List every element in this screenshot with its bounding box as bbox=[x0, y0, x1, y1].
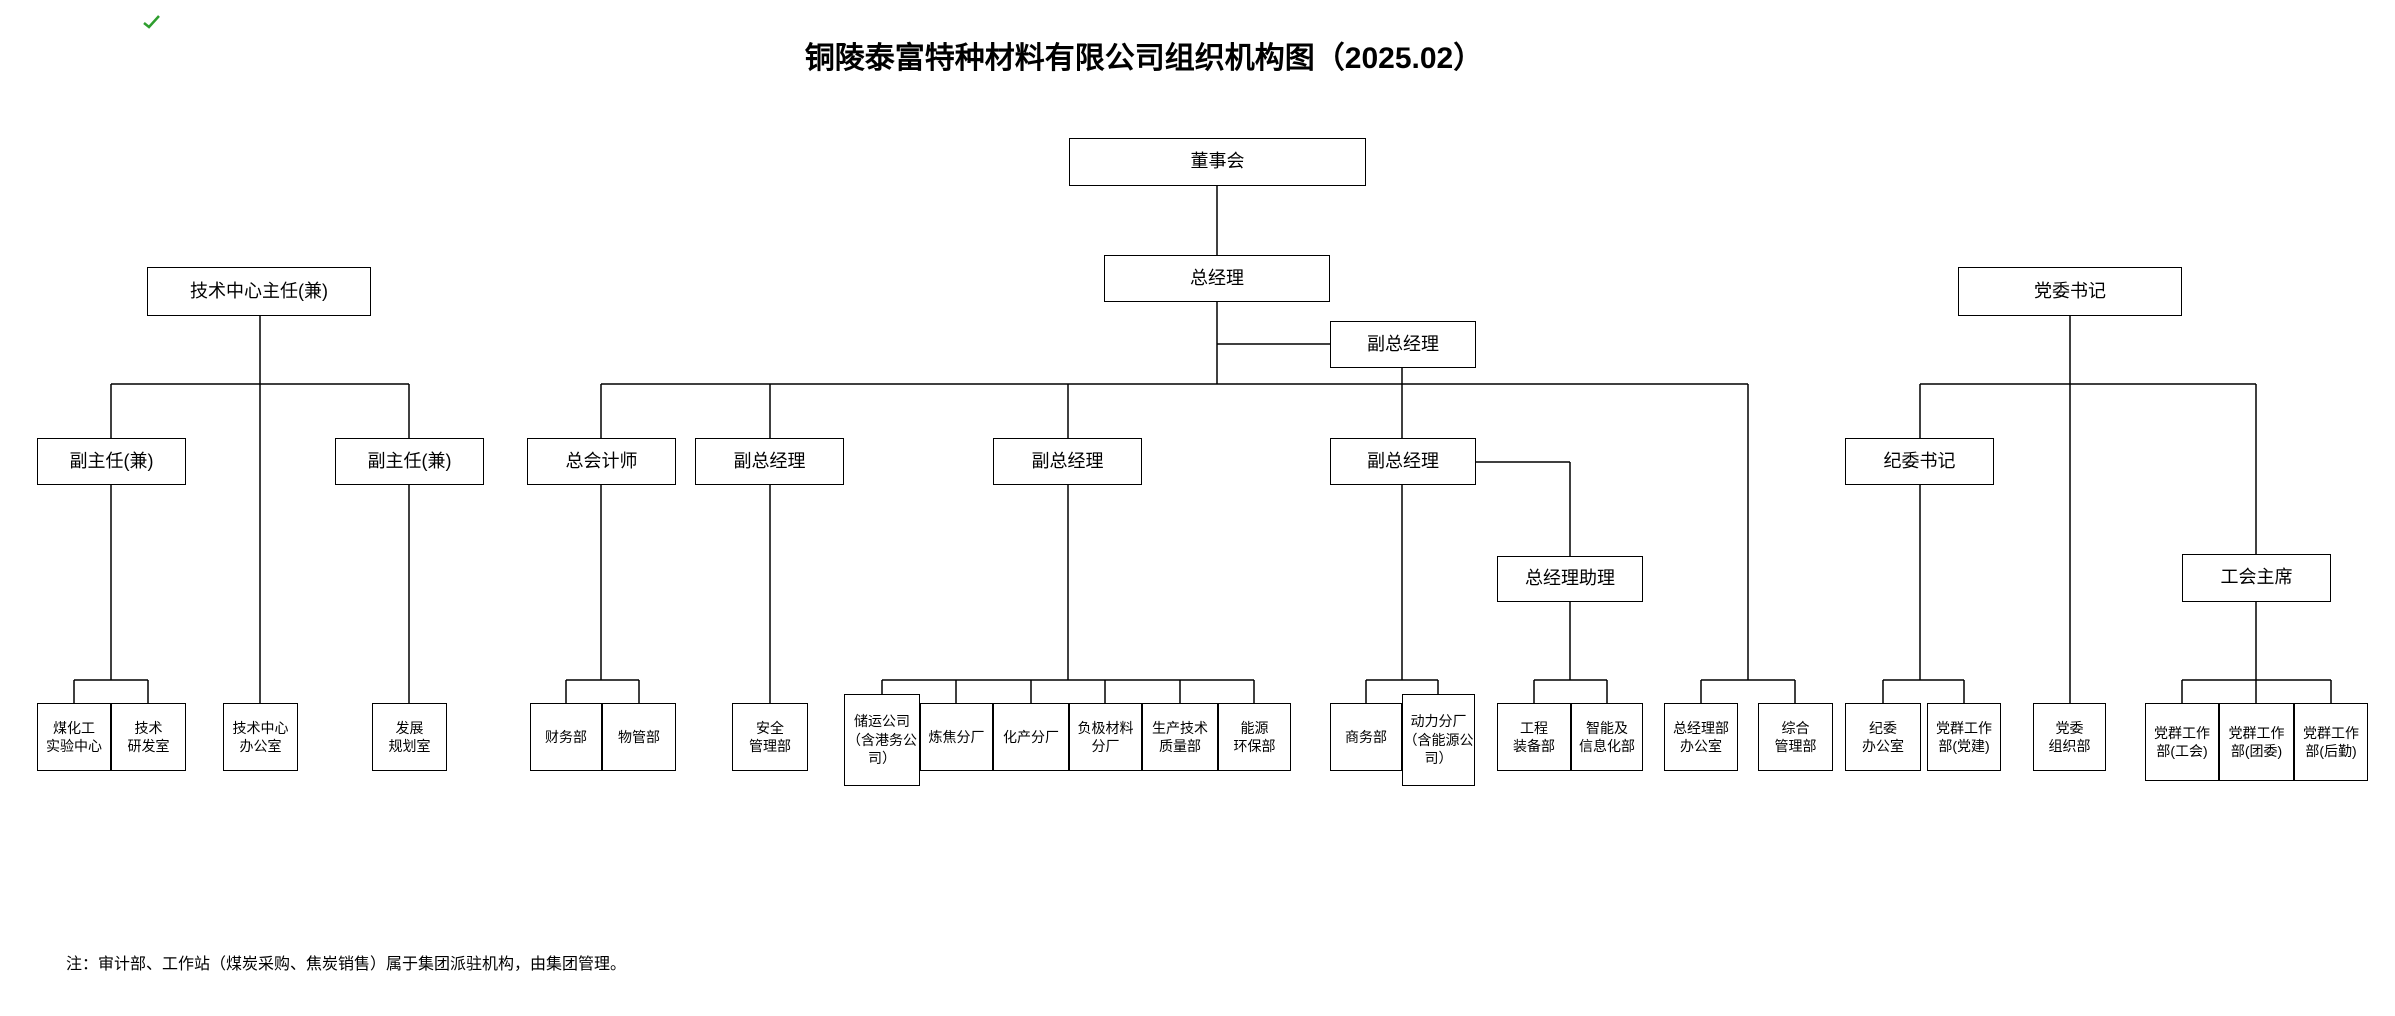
node-party-work-dept-logistics: 党群工作 部(后勤) bbox=[2294, 703, 2368, 781]
node-dev-planning-office: 发展 规划室 bbox=[372, 703, 447, 771]
node-party-org-dept: 党委 组织部 bbox=[2033, 703, 2106, 771]
footnote: 注：审计部、工作站（煤炭采购、焦炭销售）属于集团派驻机构，由集团管理。 bbox=[66, 956, 627, 973]
node-materials-dept: 物管部 bbox=[602, 703, 676, 771]
node-party-work-dept-jianshe: 党群工作 部(党建) bbox=[1927, 703, 2001, 771]
chart-title: 铜陵泰富特种材料有限公司组织机构图（2025.02） bbox=[804, 42, 1484, 75]
node-deputy-gm-2: 副总经理 bbox=[993, 438, 1142, 485]
node-finance-dept: 财务部 bbox=[530, 703, 602, 771]
node-anode-materials-plant: 负极材料 分厂 bbox=[1069, 703, 1142, 771]
node-deputy-gm-3: 副总经理 bbox=[1330, 438, 1476, 485]
node-tech-rd-office: 技术 研发室 bbox=[111, 703, 186, 771]
node-general-manager: 总经理 bbox=[1104, 255, 1330, 302]
node-party-work-dept-youth: 党群工作 部(团委) bbox=[2219, 703, 2294, 781]
node-gm-assistant: 总经理助理 bbox=[1497, 556, 1643, 602]
node-safety-dept: 安全 管理部 bbox=[732, 703, 808, 771]
node-commerce-dept: 商务部 bbox=[1330, 703, 1402, 771]
node-prod-tech-quality-dept: 生产技术 质量部 bbox=[1142, 703, 1218, 771]
node-board: 董事会 bbox=[1069, 138, 1366, 186]
node-union-chairman: 工会主席 bbox=[2182, 554, 2331, 602]
node-deputy-gm-top: 副总经理 bbox=[1330, 321, 1476, 368]
node-gm-office: 总经理部 办公室 bbox=[1664, 703, 1738, 771]
node-tech-deputy-director-2: 副主任(兼) bbox=[335, 438, 484, 485]
node-engineering-equip-dept: 工程 装备部 bbox=[1497, 703, 1571, 771]
node-tech-center-director: 技术中心主任(兼) bbox=[147, 267, 371, 316]
node-coking-plant: 炼焦分厂 bbox=[920, 703, 993, 771]
node-discipline-secretary: 纪委书记 bbox=[1845, 438, 1994, 485]
node-deputy-gm-1: 副总经理 bbox=[695, 438, 844, 485]
node-tech-deputy-director-1: 副主任(兼) bbox=[37, 438, 186, 485]
node-power-plant: 动力分厂 （含能源公 司） bbox=[1402, 694, 1475, 786]
green-checkmark-icon bbox=[142, 14, 162, 35]
node-party-work-dept-union: 党群工作 部(工会) bbox=[2145, 703, 2219, 781]
node-party-secretary: 党委书记 bbox=[1958, 267, 2182, 316]
node-chief-accountant: 总会计师 bbox=[527, 438, 676, 485]
node-general-admin-dept: 综合 管理部 bbox=[1758, 703, 1833, 771]
node-tech-center-office: 技术中心 办公室 bbox=[223, 703, 298, 771]
node-energy-env-dept: 能源 环保部 bbox=[1218, 703, 1291, 771]
node-coal-chem-lab: 煤化工 实验中心 bbox=[37, 703, 111, 771]
node-info-dept: 智能及 信息化部 bbox=[1571, 703, 1643, 771]
node-storage-company: 储运公司 （含港务公 司） bbox=[844, 694, 920, 786]
node-discipline-office: 纪委 办公室 bbox=[1845, 703, 1921, 771]
node-chem-products-plant: 化产分厂 bbox=[993, 703, 1069, 771]
